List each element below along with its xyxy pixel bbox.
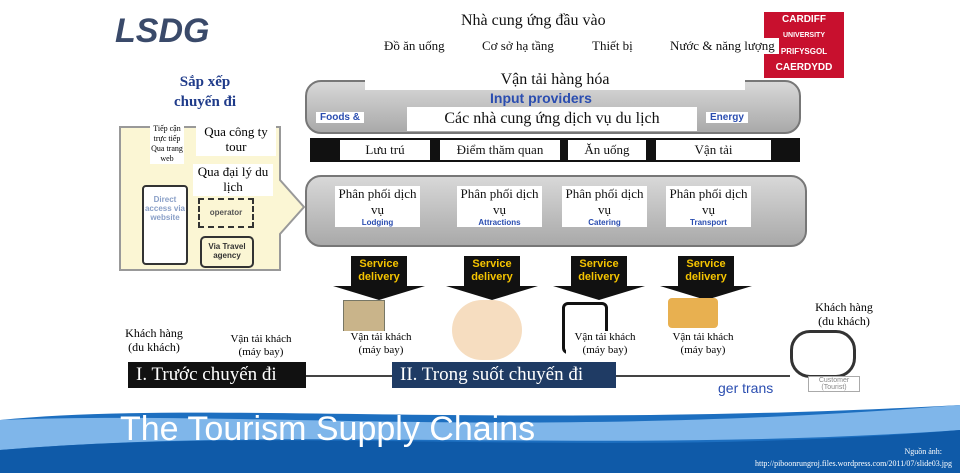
customer-icon <box>790 330 856 378</box>
source-url[interactable]: http://piboonrungroj.files.wordpress.com… <box>754 459 952 468</box>
input-providers-title: Nhà cung ứng đầu vào <box>455 12 612 30</box>
lsdg-logo: LSDG <box>115 12 210 50</box>
distribution-label: Phân phối dịch vụ <box>669 186 748 217</box>
service-delivery-arrow: Service delivery <box>553 256 645 300</box>
direct-access-label: Tiếp cận trực tiếp Qua trang web <box>150 124 184 164</box>
input-item: Cơ sở hạ tầng <box>478 38 558 54</box>
travel-agency-label: Qua đại lý du lịch <box>193 164 273 196</box>
bg-catering: Catering <box>588 218 621 227</box>
distribution-label: Phân phối dịch vụ <box>565 186 644 217</box>
bg-input-label: Input providers <box>490 90 592 106</box>
service-item: Vận tải <box>656 140 771 160</box>
distribution-label: Phân phối dịch vụ <box>338 186 417 217</box>
cardiff-text: CARDIFF <box>782 14 826 25</box>
hotel-icon <box>343 300 385 332</box>
passenger-transport: Vận tải khách (máy bay) <box>222 333 300 359</box>
service-item: Ăn uống <box>568 140 646 160</box>
customer-left: Khách hàng (du khách) <box>118 326 190 354</box>
tour-company-label: Qua công ty tour <box>196 124 276 156</box>
service-delivery-label: Service delivery <box>678 256 734 286</box>
service-delivery-arrow: Service delivery <box>660 256 752 300</box>
passenger-transport: Vận tải khách (máy bay) <box>664 331 742 357</box>
bg-operator-box: operator <box>198 198 254 228</box>
bg-direct-box: Direct access via website <box>142 185 188 265</box>
service-delivery-label: Service delivery <box>571 256 627 286</box>
freight-transport: Vận tải hàng hóa <box>365 70 745 90</box>
service-delivery-label: Service delivery <box>351 256 407 286</box>
bg-agency-box: Via Travel agency <box>200 236 254 268</box>
source-label: Nguồn ảnh: <box>904 447 942 456</box>
bg-transport: Transport <box>690 218 727 227</box>
service-providers-title: Các nhà cung ứng dịch vụ du lịch <box>407 107 697 131</box>
service-delivery-arrow: Service delivery <box>446 256 538 300</box>
passenger-transport: Vận tải khách (máy bay) <box>566 331 644 357</box>
bg-attractions: Attractions <box>478 218 521 227</box>
footer-wave <box>0 405 960 473</box>
attraction-icon <box>452 300 522 360</box>
shopping-icon <box>668 298 718 328</box>
cardiff-text: PRIFYSGOL <box>780 47 828 56</box>
input-item: Đồ ăn uống <box>380 38 449 54</box>
passenger-transport: Vận tải khách (máy bay) <box>342 331 420 357</box>
background-title: The Tourism Supply Chains <box>120 410 536 448</box>
passenger-bg-label: ger trans <box>718 380 774 396</box>
cardiff-text: CAERDYDD <box>775 62 833 73</box>
phase-before-trip: I. Trước chuyến đi <box>128 362 306 388</box>
arrangement-title: Sắp xếp chuyến đi <box>173 74 237 110</box>
bg-lodging: Lodging <box>361 218 394 227</box>
bg-energy: Energy <box>706 112 748 123</box>
phase-during-trip: II. Trong suốt chuyến đi <box>392 362 616 388</box>
service-delivery-arrow: Service delivery <box>333 256 425 300</box>
input-item: Thiết bị <box>588 38 637 54</box>
service-delivery-label: Service delivery <box>464 256 520 286</box>
cardiff-text: UNIVERSITY <box>782 32 825 39</box>
bg-foods: Foods & <box>316 112 364 123</box>
customer-bg-label: Customer (Tourist) <box>808 376 860 392</box>
service-item: Lưu trú <box>340 140 430 160</box>
customer-right: Khách hàng (du khách) <box>808 300 880 328</box>
service-item: Điểm thăm quan <box>440 140 560 160</box>
input-item: Nước & năng lượng <box>666 38 779 54</box>
distribution-label: Phân phối dịch vụ <box>460 186 539 217</box>
